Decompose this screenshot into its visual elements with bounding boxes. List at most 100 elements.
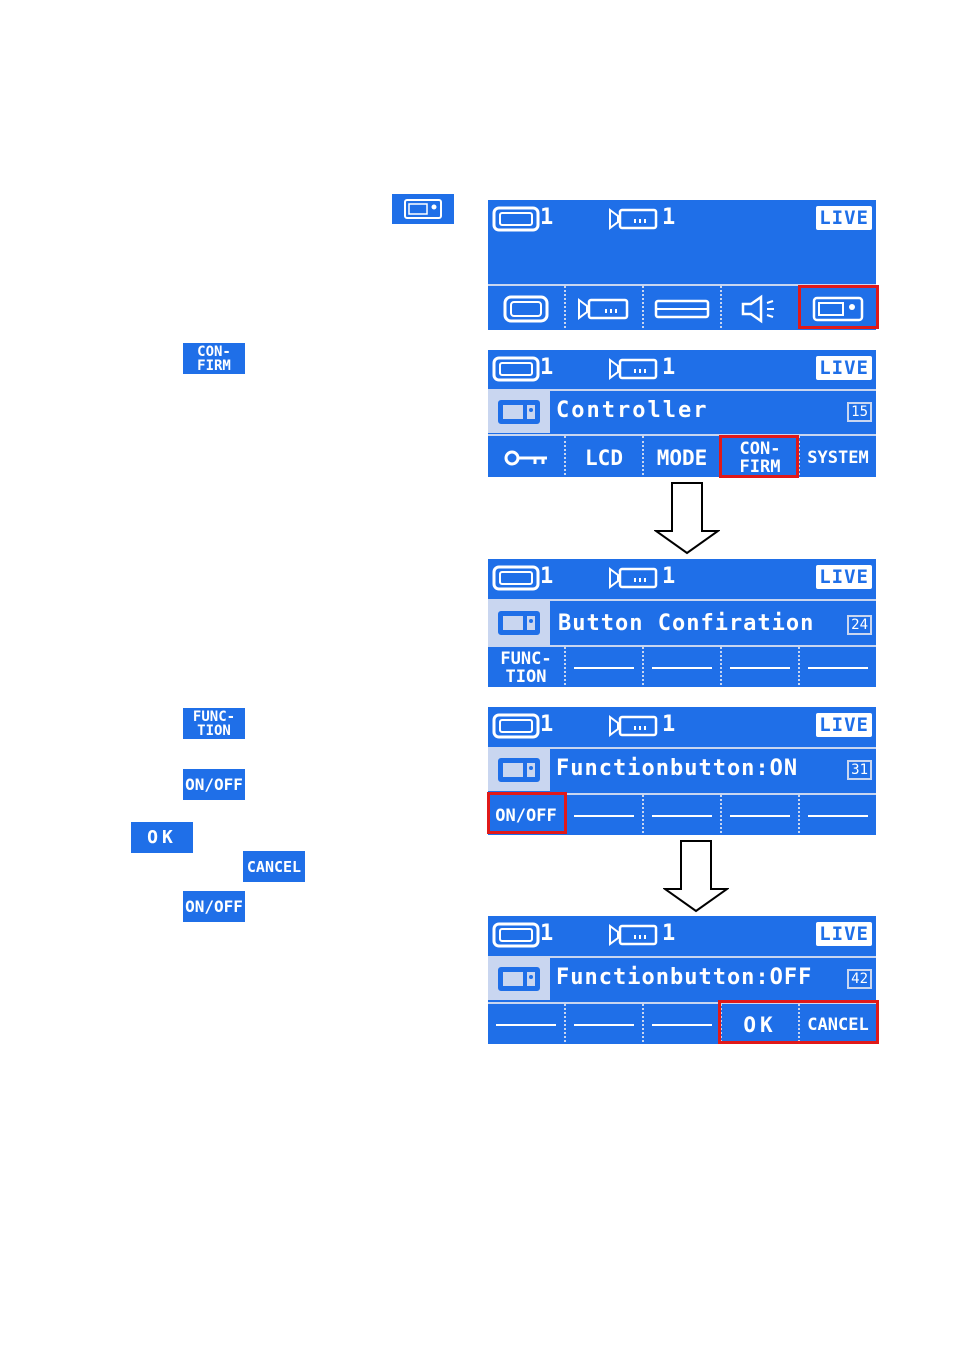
status-bar: 1 1 LIVE — [488, 559, 876, 599]
softkey-empty[interactable] — [564, 795, 642, 835]
softkey-bar — [488, 284, 876, 330]
empty-slot — [574, 815, 634, 817]
lcd-screen-function-on: 1 1 LIVE Functionbutton:ON 31 ON/OFF — [488, 707, 876, 835]
controller-icon — [488, 749, 550, 791]
softkey-bar: OK CANCEL — [488, 1002, 876, 1044]
lcd-screen-main: 1 1 LIVE — [488, 200, 876, 330]
camera-icon — [608, 713, 660, 743]
speaker-icon — [739, 294, 781, 324]
monitor-count: 1 — [540, 922, 553, 946]
empty-slot — [730, 815, 790, 817]
key-icon — [503, 448, 549, 468]
softkey-function[interactable]: FUNC-TION — [488, 647, 564, 687]
controller-icon — [488, 391, 550, 433]
monitor-icon — [492, 922, 540, 952]
controller-key-badge — [392, 194, 454, 224]
softkey-bar: ON/OFF — [488, 793, 876, 835]
softkey-camera[interactable] — [564, 286, 642, 330]
status-bar: 1 1 LIVE — [488, 200, 876, 240]
screen-title-bar: Functionbutton:ON 31 — [488, 747, 876, 791]
live-badge: LIVE — [816, 922, 872, 946]
softkey-ok[interactable]: OK — [720, 1004, 798, 1044]
camera-count: 1 — [662, 356, 675, 380]
controller-icon — [488, 958, 550, 1000]
screen-title-bar: Controller 15 — [488, 389, 876, 433]
monitor-count: 1 — [540, 713, 553, 737]
controller-icon — [812, 295, 864, 323]
page-title: Functionbutton:OFF — [556, 965, 812, 990]
empty-slot — [574, 667, 634, 669]
lcd-screen-controller: 1 1 LIVE Controller 15 LCD MODE CON-FIRM… — [488, 350, 876, 477]
empty-slot — [496, 1024, 556, 1026]
monitor-icon — [492, 713, 540, 743]
empty-slot — [652, 815, 712, 817]
softkey-mode[interactable]: MODE — [642, 436, 720, 477]
softkey-empty[interactable] — [720, 795, 798, 835]
screen-title-bar: Button Confiration 24 — [488, 599, 876, 645]
page-title: Button Confiration — [558, 611, 814, 636]
softkey-empty[interactable] — [564, 1004, 642, 1044]
camera-icon — [608, 206, 660, 236]
onoff-key-badge-2: ON/OFF — [183, 891, 245, 922]
onoff-key-badge: ON/OFF — [183, 769, 245, 800]
camera-icon — [608, 356, 660, 386]
softkey-recorder[interactable] — [642, 286, 720, 330]
live-badge: LIVE — [816, 206, 872, 230]
monitor-count: 1 — [540, 356, 553, 380]
empty-slot — [652, 1024, 712, 1026]
lcd-screen-function-off: 1 1 LIVE Functionbutton:OFF 42 OK CANCEL — [488, 916, 876, 1044]
status-bar: 1 1 LIVE — [488, 707, 876, 747]
camera-count: 1 — [662, 922, 675, 946]
softkey-empty[interactable] — [642, 1004, 720, 1044]
softkey-speaker[interactable] — [720, 286, 798, 330]
controller-icon — [488, 601, 550, 645]
softkey-key[interactable] — [488, 436, 564, 477]
page-number: 24 — [847, 615, 872, 635]
page-number: 31 — [847, 760, 872, 780]
camera-count: 1 — [662, 206, 675, 230]
softkey-empty[interactable] — [564, 647, 642, 687]
softkey-monitor[interactable] — [488, 286, 564, 330]
lcd-screen-button-confirmation: 1 1 LIVE Button Confiration 24 FUNC-TION — [488, 559, 876, 687]
down-arrow-icon — [654, 481, 720, 555]
softkey-empty[interactable] — [798, 647, 876, 687]
softkey-cancel[interactable]: CANCEL — [798, 1004, 876, 1044]
softkey-empty[interactable] — [642, 647, 720, 687]
softkey-empty[interactable] — [798, 795, 876, 835]
softkey-system[interactable]: SYSTEM — [798, 436, 876, 477]
empty-slot — [808, 667, 868, 669]
empty-slot — [574, 1024, 634, 1026]
camera-icon — [608, 565, 660, 595]
monitor-icon — [492, 356, 540, 386]
softkey-bar: LCD MODE CON-FIRM SYSTEM — [488, 434, 876, 477]
monitor-icon — [492, 565, 540, 595]
softkey-empty[interactable] — [642, 795, 720, 835]
empty-slot — [730, 667, 790, 669]
ok-key-badge: OK — [131, 822, 193, 853]
softkey-controller[interactable] — [798, 286, 876, 330]
page-title: Controller — [556, 398, 708, 423]
monitor-count: 1 — [540, 565, 553, 589]
controller-icon — [403, 198, 443, 220]
function-key-badge: FUNC-TION — [183, 708, 245, 739]
camera-icon — [577, 295, 631, 323]
softkey-empty[interactable] — [488, 1004, 564, 1044]
camera-count: 1 — [662, 713, 675, 737]
status-bar: 1 1 LIVE — [488, 916, 876, 956]
recorder-icon — [654, 297, 710, 321]
softkey-confirm[interactable]: CON-FIRM — [720, 436, 798, 477]
softkey-bar: FUNC-TION — [488, 645, 876, 687]
page-title: Functionbutton:ON — [556, 756, 798, 781]
monitor-icon — [503, 295, 549, 323]
page-number: 15 — [847, 402, 872, 422]
confirm-key-badge: CON-FIRM — [183, 343, 245, 374]
softkey-lcd[interactable]: LCD — [564, 436, 642, 477]
camera-count: 1 — [662, 565, 675, 589]
live-badge: LIVE — [816, 356, 872, 380]
status-bar: 1 1 LIVE — [488, 350, 876, 390]
softkey-empty[interactable] — [720, 647, 798, 687]
softkey-onoff[interactable]: ON/OFF — [488, 795, 564, 835]
screen-title-bar: Functionbutton:OFF 42 — [488, 956, 876, 1000]
camera-icon — [608, 922, 660, 952]
live-badge: LIVE — [816, 713, 872, 737]
